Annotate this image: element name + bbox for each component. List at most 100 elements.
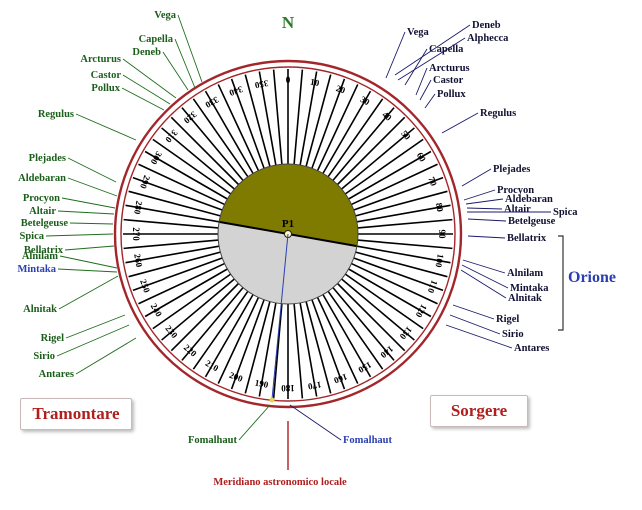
setting-star-label-leader bbox=[162, 51, 189, 91]
rising-star-label-leader bbox=[460, 269, 507, 299]
setting-star-label-leader bbox=[67, 157, 117, 183]
dial-spoke bbox=[170, 116, 240, 186]
dial-number: 120 bbox=[413, 303, 429, 320]
rising-star-label-leader bbox=[419, 79, 432, 101]
dial-spoke bbox=[322, 90, 372, 174]
setting-star-label-leader bbox=[238, 404, 271, 441]
setting-star-label: Deneb bbox=[132, 47, 161, 58]
dial-spoke bbox=[128, 251, 221, 278]
rising-star-label-leader bbox=[404, 48, 428, 86]
setting-star-label-leader bbox=[177, 14, 203, 83]
setting-star-label: Castor bbox=[91, 70, 122, 81]
rising-star-label-leader bbox=[394, 24, 471, 76]
dial-number: 280 bbox=[132, 200, 144, 216]
dial-spoke bbox=[355, 251, 448, 278]
setting-star-label-leader bbox=[57, 268, 118, 273]
rising-star-label-leader bbox=[397, 37, 466, 81]
dial-spoke bbox=[244, 74, 271, 167]
dial-spoke bbox=[230, 78, 265, 169]
rising-star-label-leader bbox=[462, 259, 506, 274]
setting-star-label-leader bbox=[58, 275, 119, 310]
upper-hemisphere bbox=[219, 164, 358, 247]
dial-spoke bbox=[123, 218, 219, 229]
rising-star-label: Arcturus bbox=[429, 63, 470, 74]
dial-spoke bbox=[204, 90, 254, 174]
dial-number: 300 bbox=[148, 150, 164, 167]
lower-hemisphere bbox=[218, 221, 357, 304]
setting-star-label-leader bbox=[121, 87, 165, 111]
dial-spoke bbox=[332, 107, 395, 181]
dial-spoke bbox=[299, 302, 318, 397]
dial-spoke bbox=[258, 302, 277, 397]
dial-spoke bbox=[327, 290, 384, 370]
setting-star-label: Alnitak bbox=[23, 304, 57, 315]
dial-spoke bbox=[125, 245, 220, 264]
rising-star-label-leader bbox=[467, 235, 506, 239]
rising-star-label-leader bbox=[289, 404, 342, 441]
setting-star-label: Sirio bbox=[33, 351, 55, 362]
setting-star-label: Fomalhaut bbox=[188, 435, 238, 446]
rising-star-label: Mintaka bbox=[510, 283, 549, 294]
rising-star-label: Betelgeuse bbox=[508, 216, 556, 227]
dial-spoke bbox=[192, 98, 249, 178]
dial-spoke bbox=[311, 299, 346, 390]
dial-spoke bbox=[316, 84, 359, 171]
rising-star-label-leader bbox=[467, 218, 507, 222]
setting-star-label-leader bbox=[61, 197, 116, 209]
dial-number: 240 bbox=[149, 302, 165, 319]
rising-star-label-leader bbox=[445, 324, 513, 349]
rising-star-label: Alnilam bbox=[507, 268, 543, 279]
dial-spoke bbox=[344, 273, 424, 330]
dial-spokes bbox=[123, 69, 453, 399]
north-label: N bbox=[282, 13, 295, 32]
rising-star-label: Plejades bbox=[493, 164, 530, 175]
dial-spoke bbox=[181, 287, 244, 361]
setting-star-label: Capella bbox=[139, 34, 174, 45]
rising-star-label: Castor bbox=[433, 75, 464, 86]
dial-spoke bbox=[355, 190, 448, 217]
dial-spoke bbox=[138, 163, 225, 206]
rising-star-label-leader bbox=[424, 93, 436, 109]
setting-star-label: Aldebaran bbox=[18, 173, 66, 184]
dial-spoke bbox=[181, 107, 244, 181]
dial-spoke bbox=[204, 294, 254, 378]
rising-box: Sorgere bbox=[430, 395, 528, 427]
rising-star-label-leader bbox=[461, 264, 509, 289]
setting-star-label-leader bbox=[75, 337, 137, 375]
dial-spoke bbox=[138, 262, 225, 305]
setting-star-label: Rigel bbox=[41, 333, 64, 344]
rising-box-label: Sorgere bbox=[450, 401, 508, 420]
rising-star-label-leader bbox=[465, 198, 504, 205]
dial-spoke bbox=[293, 303, 304, 399]
rising-star-label-leader bbox=[441, 112, 479, 134]
rising-star-label: Alnitak bbox=[508, 293, 542, 304]
dial-number: 290 bbox=[138, 174, 152, 191]
dial-number: 100 bbox=[433, 253, 445, 269]
dial-spoke bbox=[230, 299, 265, 390]
dial-spoke bbox=[161, 127, 235, 190]
rising-star-label: Capella bbox=[429, 44, 464, 55]
dial-spoke bbox=[357, 239, 453, 250]
setting-star-label-leader bbox=[69, 222, 114, 225]
setting-star-label-leader bbox=[64, 245, 115, 251]
setting-box: Tramontare bbox=[20, 398, 132, 430]
setting-star-label-leader bbox=[65, 314, 126, 339]
fomalhaut-line bbox=[271, 233, 289, 400]
setting-star-label: Vega bbox=[154, 10, 177, 21]
dial-spoke bbox=[305, 74, 332, 167]
dial-spoke bbox=[344, 138, 424, 195]
dial-spoke bbox=[244, 301, 271, 394]
dial-spoke bbox=[272, 303, 283, 399]
dial-spoke bbox=[353, 257, 444, 292]
dial-outer-ring bbox=[113, 59, 463, 409]
setting-star-label: Plejades bbox=[29, 153, 66, 164]
setting-star-label-leader bbox=[75, 113, 137, 141]
rising-star-label: Regulus bbox=[480, 108, 516, 119]
rising-star-label-leader bbox=[466, 207, 503, 210]
dial-number: 70 bbox=[426, 175, 439, 187]
dial-spoke bbox=[132, 176, 223, 211]
dial-number: 60 bbox=[415, 151, 428, 164]
dial-number: 80 bbox=[434, 202, 445, 213]
